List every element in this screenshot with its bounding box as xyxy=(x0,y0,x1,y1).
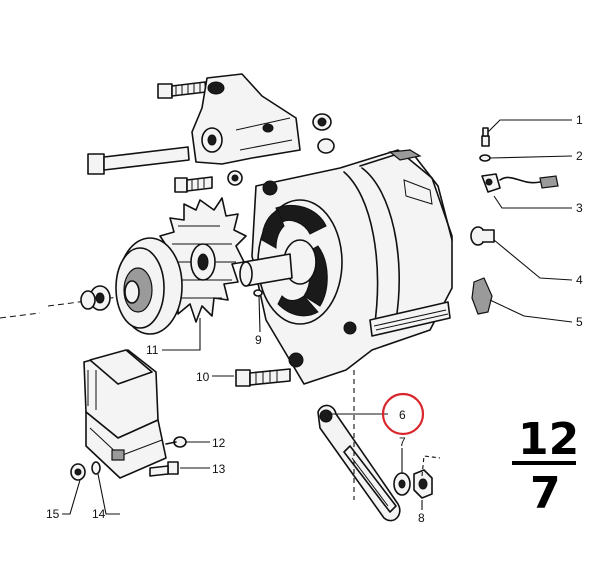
small-bolt xyxy=(174,170,243,193)
bolt-10 xyxy=(235,368,291,387)
page-number: 12 7 xyxy=(512,414,579,519)
callout-14: 14 xyxy=(92,507,106,521)
page-number-divider xyxy=(512,461,576,465)
highlight-circle xyxy=(381,392,425,436)
callout-11: 11 xyxy=(146,343,159,357)
callout-10: 10 xyxy=(196,370,210,384)
plug-5 xyxy=(471,277,493,315)
end-plate xyxy=(257,199,343,325)
callout-13: 13 xyxy=(212,462,226,476)
leader-lines xyxy=(62,119,573,515)
screw-1 xyxy=(481,127,490,147)
voltage-regulator xyxy=(83,349,167,479)
mounting-bracket xyxy=(191,73,335,165)
callout-3: 3 xyxy=(576,201,583,215)
drive-pulley xyxy=(115,237,183,335)
adjusting-link xyxy=(317,404,401,522)
callout-8: 8 xyxy=(418,511,425,525)
callout-7: 7 xyxy=(399,435,406,449)
long-bolt xyxy=(87,146,190,175)
washer-2 xyxy=(479,154,491,162)
top-bolt xyxy=(157,81,207,99)
callout-12: 12 xyxy=(212,436,226,450)
page-number-bottom: 7 xyxy=(530,468,561,519)
rotor-shaft xyxy=(239,253,293,287)
page-number-top: 12 xyxy=(518,414,579,465)
callout-2: 2 xyxy=(576,149,583,163)
nut-15 xyxy=(70,463,86,481)
nut-8 xyxy=(413,469,433,499)
cable-3 xyxy=(481,173,559,193)
regulator-screw-13 xyxy=(149,461,179,477)
callout-1: 1 xyxy=(576,113,583,127)
washer-14 xyxy=(91,461,101,475)
grommet-4 xyxy=(470,226,495,246)
woodruff-key xyxy=(253,289,263,297)
regulator-screw-12 xyxy=(165,436,187,448)
callout-5: 5 xyxy=(576,315,583,329)
callout-4: 4 xyxy=(576,273,583,287)
callout-6: 6 xyxy=(399,408,406,422)
washer-7 xyxy=(393,472,411,496)
pulley-nut xyxy=(80,285,111,311)
callout-9: 9 xyxy=(255,333,262,347)
callout-15: 15 xyxy=(46,507,60,521)
